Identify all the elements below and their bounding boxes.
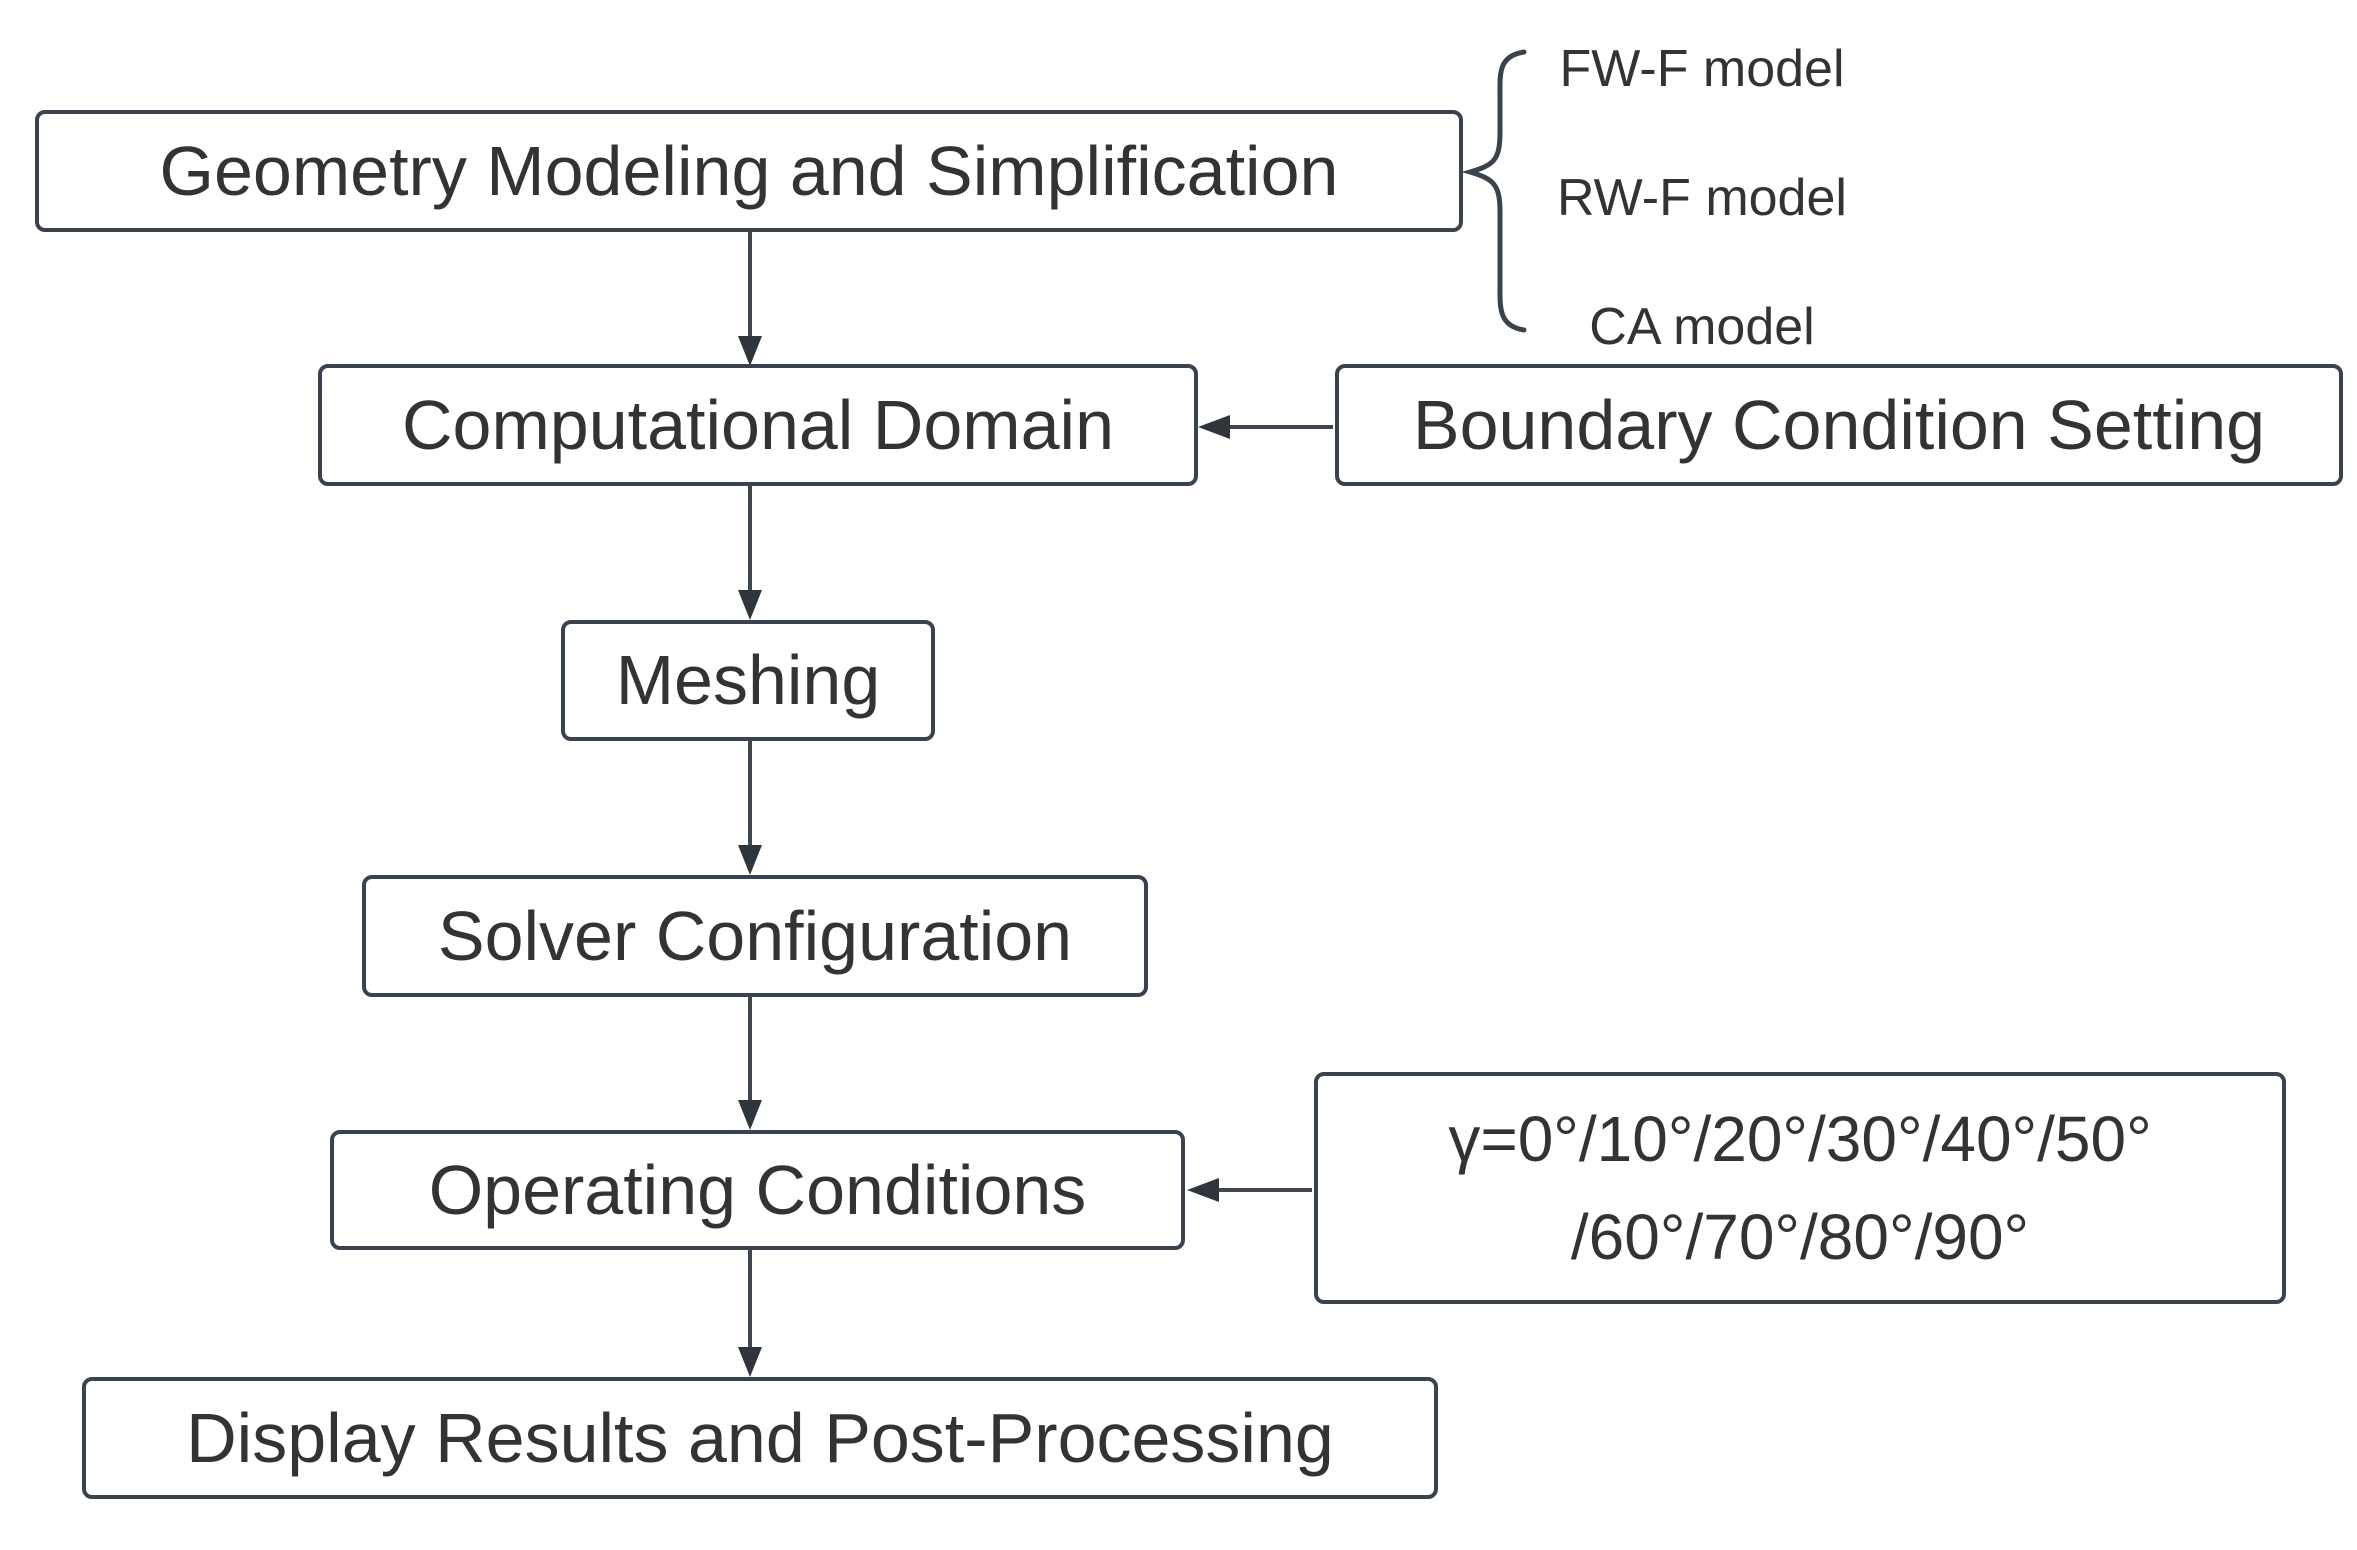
node-meshing: Meshing xyxy=(561,620,935,741)
gamma-angles-line1: γ=0°/10°/20°/30°/40°/50° xyxy=(1448,1103,2152,1175)
node-operating-conditions: Operating Conditions xyxy=(330,1130,1185,1250)
node-solver-configuration: Solver Configuration xyxy=(362,875,1148,997)
gamma-angles-line2: /60°/70°/80°/90° xyxy=(1570,1201,2030,1273)
arrow-boundary-to-computational xyxy=(1198,415,1333,439)
model-item-rwf: RW-F model xyxy=(1557,169,1847,227)
node-boundary-condition-setting: Boundary Condition Setting xyxy=(1335,364,2343,486)
arrow-meshing-to-solver xyxy=(738,741,762,875)
arrow-gamma-to-operating xyxy=(1187,1178,1312,1202)
node-gamma-angles: γ=0°/10°/20°/30°/40°/50° /60°/70°/80°/90… xyxy=(1314,1072,2286,1304)
models-brace xyxy=(1461,49,1527,333)
node-geometry-modeling: Geometry Modeling and Simplification xyxy=(35,110,1463,232)
model-item-fwf: FW-F model xyxy=(1559,40,1845,98)
model-item-ca: CA model xyxy=(1589,298,1815,356)
arrow-geometry-to-computational xyxy=(738,232,762,366)
node-computational-domain: Computational Domain xyxy=(318,364,1198,486)
arrow-solver-to-operating xyxy=(738,997,762,1130)
node-display-results: Display Results and Post-Processing xyxy=(82,1377,1438,1499)
arrow-operating-to-display xyxy=(738,1250,762,1377)
arrow-computational-to-meshing xyxy=(738,486,762,620)
model-list: FW-F model RW-F model CA model xyxy=(1532,38,1872,358)
